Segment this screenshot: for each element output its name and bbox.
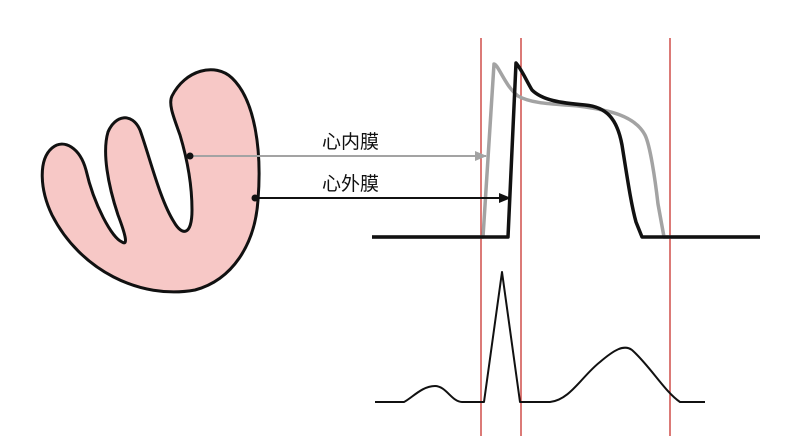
endocardium-point — [186, 152, 194, 160]
heart-section-icon — [40, 68, 261, 294]
epicardium-action-potential — [372, 61, 760, 239]
endocardium-label: 心内膜 — [322, 131, 379, 153]
epicardium-point — [251, 194, 259, 202]
ecg-trace — [375, 271, 705, 403]
epicardium-label: 心外膜 — [322, 173, 379, 195]
endocardium-action-potential — [372, 62, 760, 239]
